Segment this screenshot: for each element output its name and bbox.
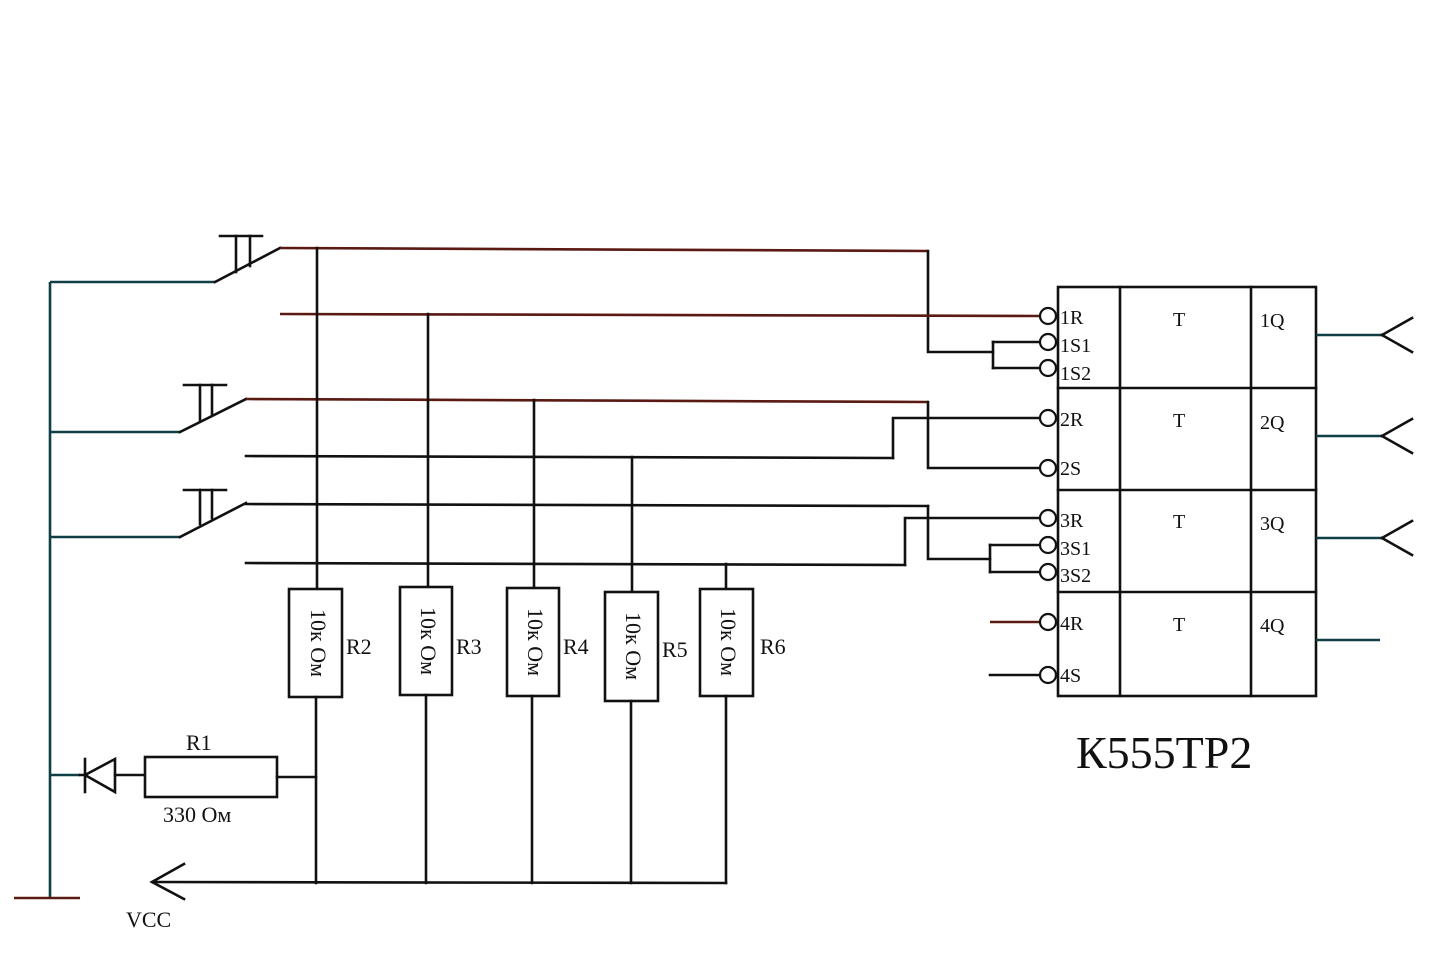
resistor-R6: 10к Ом R6	[698, 587, 786, 698]
output-label: 1Q	[1260, 310, 1285, 332]
pull-resistor-taps	[315, 246, 728, 594]
resistor-value: 10к Ом	[621, 612, 646, 680]
resistor-value: 10к Ом	[306, 609, 331, 677]
resistor-R1: R1 330 Ом	[143, 730, 318, 827]
cell-type-label: T	[1173, 410, 1185, 432]
chip-title: К555ТР2	[1076, 727, 1252, 778]
pin-label: 2S	[1060, 458, 1081, 480]
resistor-value: 330 Ом	[163, 802, 231, 827]
resistor-value: 10к Ом	[716, 608, 741, 676]
pin-label: 2R	[1060, 409, 1084, 431]
pin-label: 4R	[1060, 613, 1084, 635]
cell-type-label: T	[1173, 614, 1185, 636]
output-label: 4Q	[1260, 615, 1285, 637]
diode-icon	[82, 756, 117, 795]
pin-label: 3R	[1060, 510, 1084, 532]
vcc-bus: VCC	[126, 693, 728, 932]
pin-label: 3S1	[1060, 538, 1091, 560]
resistor-ref: R2	[346, 634, 372, 659]
led-indicator	[78, 756, 147, 795]
resistor-ref: R5	[662, 637, 688, 662]
chip-k555tr2: 1R 1S1 1S2 T 1Q 2R 2S T 2Q 3R 3S1 3S2 T …	[1038, 285, 1318, 778]
output-label: 2Q	[1260, 412, 1285, 434]
resistor-R3: 10к Ом R3	[398, 585, 482, 697]
switch-2	[178, 383, 248, 434]
resistor-ref: R3	[456, 634, 482, 659]
pin-label: 1R	[1060, 307, 1084, 329]
vcc-arrow-icon	[149, 862, 186, 901]
resistor-ref: R4	[563, 634, 589, 659]
vcc-label: VCC	[126, 907, 171, 932]
cell-type-label: T	[1173, 511, 1185, 533]
pin-label: 1S1	[1060, 335, 1091, 357]
pin-label: 4S	[1060, 665, 1081, 687]
resistor-value: 10к Ом	[523, 608, 548, 676]
resistor-value: 10к Ом	[416, 607, 441, 675]
resistor-R5: 10к Ом R5	[603, 590, 688, 703]
switch-3	[178, 488, 248, 539]
resistor-ref: R1	[186, 730, 212, 755]
signal-wires	[244, 246, 1042, 677]
ground-rail	[14, 280, 215, 900]
resistor-R4: 10к Ом R4	[505, 586, 589, 698]
pin-label: 1S2	[1060, 363, 1091, 385]
output-label: 3Q	[1260, 513, 1285, 535]
cell-type-label: T	[1173, 309, 1185, 331]
resistor-R2: 10к Ом R2	[287, 587, 372, 699]
outputs	[1316, 316, 1414, 642]
pin-label: 3S2	[1060, 565, 1091, 587]
resistor-ref: R6	[760, 634, 786, 659]
switch-1	[213, 234, 282, 284]
